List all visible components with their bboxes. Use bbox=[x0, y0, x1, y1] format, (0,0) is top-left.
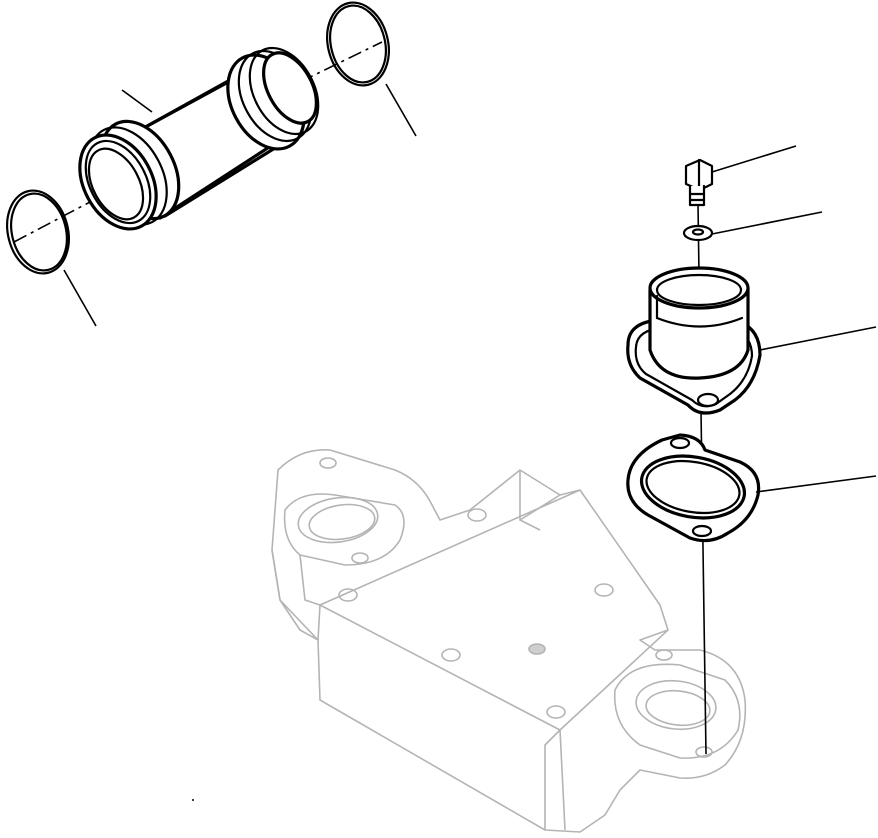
gasket bbox=[626, 433, 877, 543]
o-ring-right-leader bbox=[385, 83, 417, 137]
tube-axis-left bbox=[13, 181, 129, 243]
elbow-flange-leader bbox=[759, 326, 877, 351]
gasket-leader bbox=[755, 475, 877, 493]
connecting-tube bbox=[78, 46, 320, 231]
o-ring-right bbox=[326, 1, 417, 137]
o-ring-left bbox=[6, 189, 97, 327]
washer-leader bbox=[711, 211, 823, 235]
housing-block bbox=[271, 449, 747, 833]
washer bbox=[682, 211, 823, 242]
connecting-tube-leader bbox=[121, 89, 153, 113]
elbow-flange bbox=[626, 266, 877, 415]
bolt-leader bbox=[711, 145, 797, 173]
bolt bbox=[684, 145, 797, 207]
o-ring-left-leader bbox=[63, 269, 97, 327]
stray-mark bbox=[192, 799, 194, 801]
